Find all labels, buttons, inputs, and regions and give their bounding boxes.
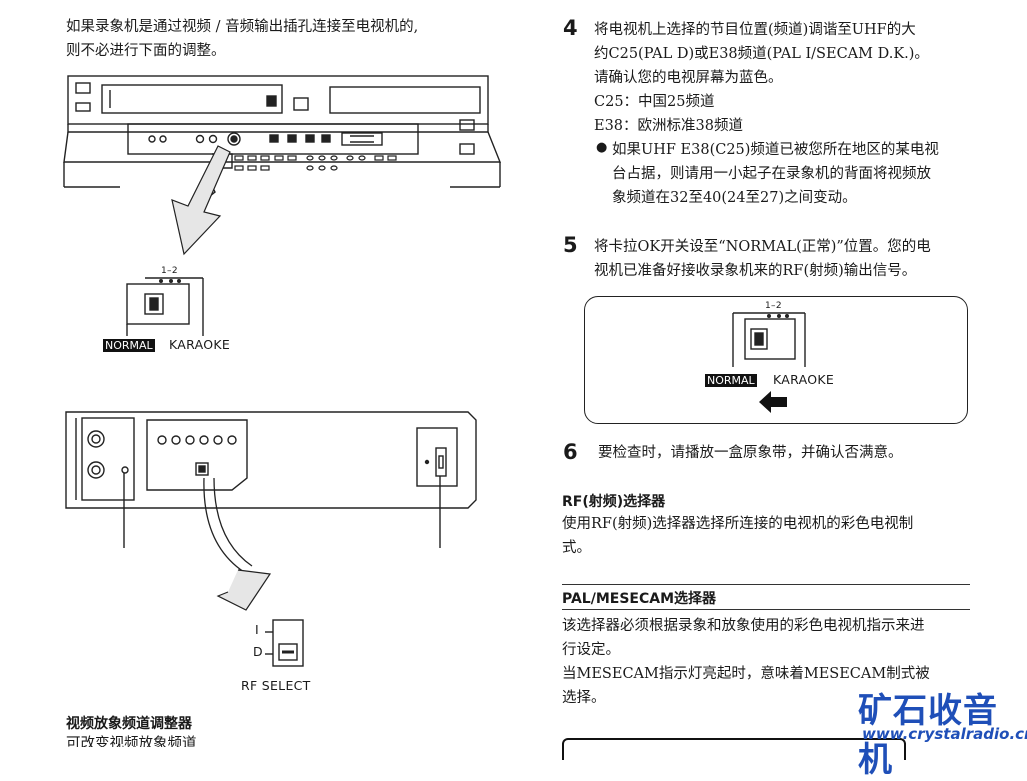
section-text-cut: 可改变视频放象频道 <box>66 736 197 747</box>
step-5-figure-box: 1–2 NORMAL KARAOKE <box>584 296 968 424</box>
left-arrow-icon <box>759 391 787 413</box>
karaoke-switch-top: 1–2 NORMAL KARAOKE <box>103 266 231 352</box>
intro-text: 如果录象机是通过视频 / 音频输出插孔连接至电视机的, 则不必进行下面的调整。 <box>66 19 419 59</box>
step-4-bullet: ● <box>596 140 608 155</box>
pointer-arrow-bottom <box>203 477 272 611</box>
step-5-text: 将卡拉OK开关设至“NORMAL(正常)”位置。您的电 视机已准备好接收录象机来… <box>594 239 931 279</box>
step-6-number: 6 <box>563 440 578 464</box>
watermark-url: www.crystalradio.cn <box>862 725 1027 743</box>
step-4-number: 4 <box>563 16 578 40</box>
step-4-note: 如果UHF E38(C25)频道已被您所在地区的某电视 台占据，则请用一小起子在… <box>612 142 939 206</box>
rf-select-switch: I D RF SELECT <box>241 619 311 693</box>
rf-selector-title: RF(射频)选择器 <box>562 494 666 510</box>
rf-selector-text: 使用RF(射频)选择器选择所连接的电视机的彩色电视制 式。 <box>562 516 914 556</box>
divider-bottom <box>562 609 970 610</box>
step-5-number: 5 <box>563 233 578 257</box>
section-title-video-channel: 视频放象频道调整器 <box>66 716 192 732</box>
next-box-edge <box>562 738 906 760</box>
pal-selector-text: 该选择器必须根据录象和放象使用的彩色电视机指示来进 行设定。 当MESECAM指… <box>562 618 930 706</box>
divider-top <box>562 584 970 585</box>
step-6-text: 要检查时，请播放一盒原象带，并确认否满意。 <box>598 445 903 461</box>
step-4-text: 将电视机上选择的节目位置(频道)调谐至UHF的大 约C25(PAL D)或E38… <box>594 22 929 134</box>
vcr-front-illustration <box>63 75 502 213</box>
pal-selector-title: PAL/MESECAM选择器 <box>562 591 717 607</box>
pointer-arrow-top <box>171 145 231 256</box>
vcr-rear-illustration <box>65 411 477 548</box>
